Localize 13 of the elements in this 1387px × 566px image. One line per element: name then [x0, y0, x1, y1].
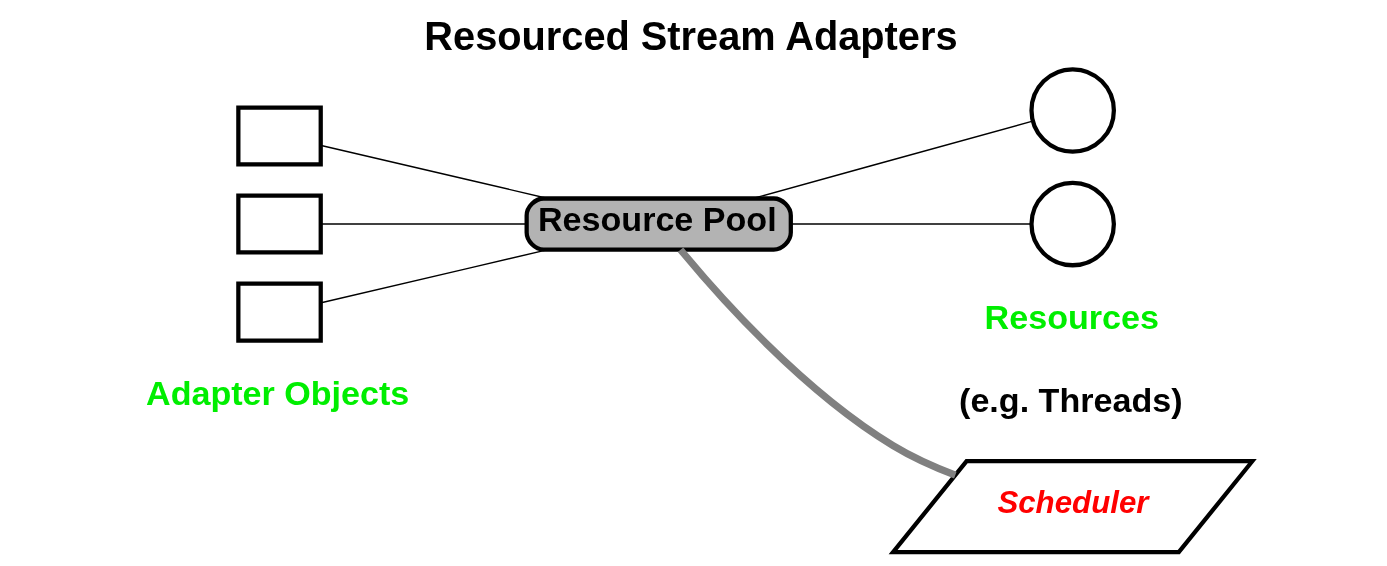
node-box	[236, 105, 323, 167]
node-box	[236, 193, 323, 255]
label: (e.g. Threads)	[959, 380, 1183, 419]
connector	[677, 247, 957, 479]
connector	[320, 223, 528, 225]
node-box	[236, 281, 323, 343]
label: Resources	[984, 298, 1159, 337]
diagram-title: Resourced Stream Adapters	[424, 13, 958, 58]
label: Adapter Objects	[146, 373, 410, 412]
node-box: Resource Pool	[524, 196, 793, 252]
connector	[790, 223, 1032, 225]
node-circle	[1029, 180, 1116, 268]
node-circle	[1029, 67, 1116, 154]
